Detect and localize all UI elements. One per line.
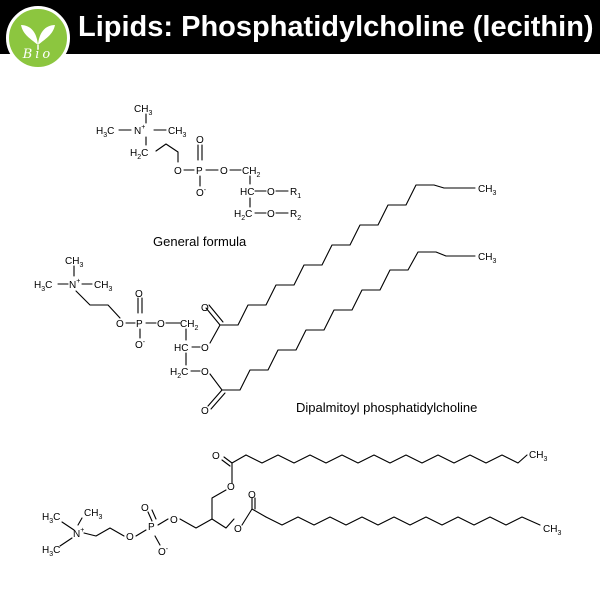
atom-label: N+ (69, 278, 80, 291)
atom-label: H2C (234, 209, 252, 222)
atom-label: H3C (42, 512, 60, 525)
atom-label: H3C (96, 126, 114, 139)
atom-label: CH3 (134, 104, 152, 117)
atom-label: O (267, 209, 275, 220)
atom-label: O- (158, 546, 169, 558)
atom-label: O (116, 319, 124, 330)
atom-label: CH3 (84, 508, 102, 521)
atom-label: H2C (170, 367, 188, 380)
atom-label: H3C (34, 280, 52, 293)
atom-label: O (174, 166, 182, 177)
atom-label: O (126, 532, 134, 543)
atom-label: O (220, 166, 228, 177)
atom-label: O (135, 289, 143, 300)
dipalmitoyl-structure (57, 184, 476, 410)
atom-label: O (170, 515, 178, 526)
skeletal-structure (59, 454, 541, 547)
atom-label: O (141, 503, 149, 514)
atom-label: P (136, 319, 143, 330)
atom-label: CH3 (478, 252, 496, 265)
dipalmitoyl-caption: Dipalmitoyl phosphatidylcholine (296, 400, 477, 415)
atom-label: O (201, 343, 209, 354)
bio-logo: Bio (6, 6, 70, 70)
atom-label: CH2 (180, 319, 198, 332)
atom-label: HC (240, 187, 254, 198)
atom-label: O (248, 490, 256, 501)
leaf-icon (21, 25, 55, 49)
atom-label: H3C (42, 545, 60, 558)
atom-label: CH3 (65, 256, 83, 269)
atom-label: CH2 (242, 166, 260, 179)
atom-label: O (201, 406, 209, 417)
atom-label: N+ (73, 527, 84, 540)
atom-label: N+ (134, 124, 145, 137)
atom-label: O (157, 319, 165, 330)
atom-label: R2 (290, 209, 301, 222)
atom-label: P (148, 522, 155, 533)
atom-label: O (201, 367, 209, 378)
atom-label: O (234, 524, 242, 535)
atom-label: CH3 (94, 280, 112, 293)
atom-label: CH3 (529, 450, 547, 463)
atom-label: O- (135, 339, 146, 351)
atom-label: O (267, 187, 275, 198)
atom-label: CH3 (543, 524, 561, 537)
atom-label: O- (196, 187, 207, 199)
atom-label: CH3 (478, 184, 496, 197)
atom-label: O (201, 303, 209, 314)
general-formula-structure (118, 113, 289, 214)
atom-label: R1 (290, 187, 301, 200)
atom-label: HC (174, 343, 188, 354)
header-banner: Lipids: Phosphatidylcholine (lecithin) (0, 0, 600, 54)
atom-label: H2C (130, 148, 148, 161)
atom-label: O (212, 451, 220, 462)
atom-label: O (227, 482, 235, 493)
atom-label: O (196, 135, 204, 146)
general-formula-caption: General formula (153, 234, 247, 249)
logo-text: Bio (22, 47, 54, 62)
atom-label: CH3 (168, 126, 186, 139)
page-title: Lipids: Phosphatidylcholine (lecithin) (78, 11, 594, 43)
atom-label: P (196, 166, 203, 177)
